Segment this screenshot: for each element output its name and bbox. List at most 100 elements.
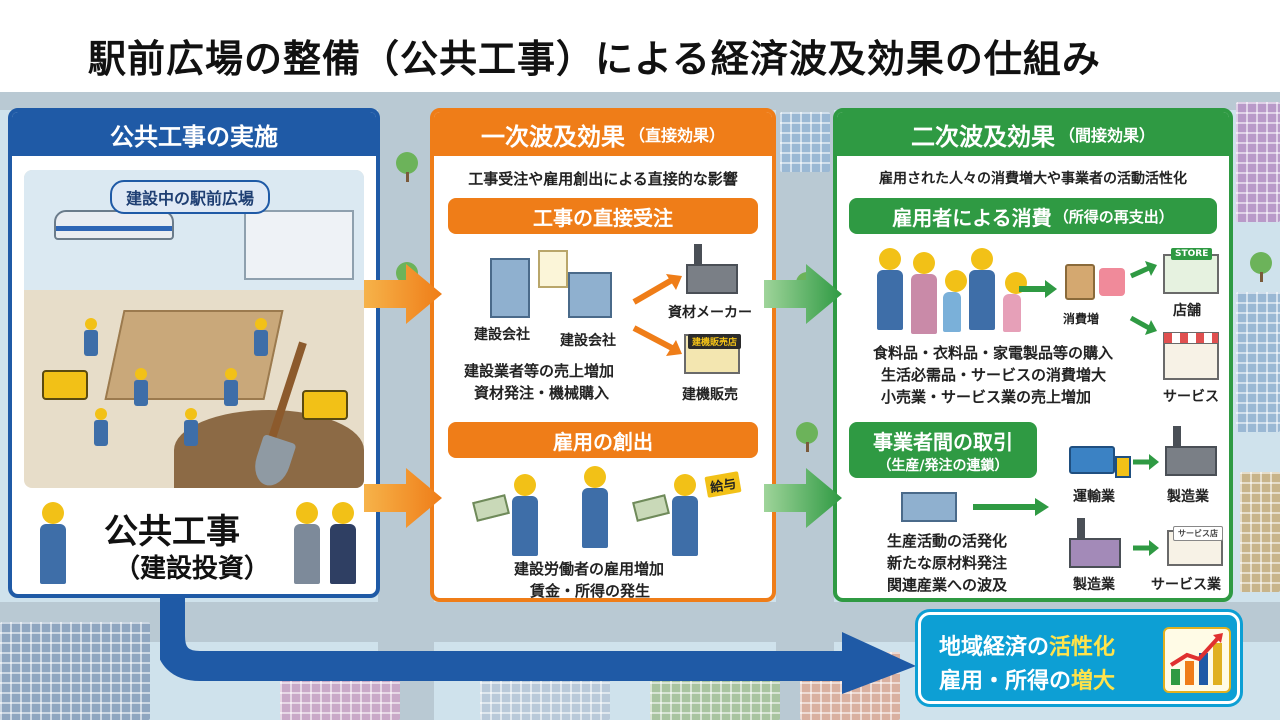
excavator-icon (302, 390, 348, 420)
panel-primary-effect-heading: 一次波及効果（直接効果） (434, 112, 772, 156)
worker-icon (582, 466, 608, 548)
consumption-line-2: 生活必需品・サービスの消費増大 (881, 366, 1107, 384)
public-works-title: 公共工事 (104, 512, 240, 552)
panel-primary-effect-desc: 工事受注や雇用創出による直接的な影響 (468, 170, 738, 188)
tree (396, 152, 418, 182)
building (1236, 102, 1280, 222)
cash-icon (472, 494, 510, 522)
panel-secondary-effect-heading: 二次波及効果（間接効果） (837, 112, 1229, 156)
truck-icon (1069, 446, 1131, 478)
section-direct-order: 工事の直接受注 (448, 198, 758, 234)
arrow-jobs-to-b2b-icon (764, 468, 842, 528)
worker-icon (969, 248, 995, 330)
result-line-1-b: 活性化 (1049, 635, 1116, 660)
result-line-2: 雇用・所得の増大 (939, 663, 1115, 695)
shopping-bag-icon (1065, 264, 1095, 300)
arrow-transport-to-factory-icon (1133, 454, 1159, 470)
family-member-icon (911, 252, 937, 334)
b2b-line-2: 新たな原材料発注 (887, 554, 1008, 572)
arrow-primary-to-secondary-icon (764, 264, 842, 324)
section-b2b-trade-title: 事業者間の取引 (873, 429, 1013, 454)
consumption-line-3: 小売業・サービス業の売上増加 (881, 388, 1092, 406)
worker-icon (672, 474, 698, 556)
worker-icon (84, 318, 98, 356)
worker-icon (94, 408, 108, 446)
tree (1250, 252, 1272, 282)
office-building-icon (568, 272, 612, 318)
train-icon (54, 210, 174, 240)
panel-public-works-heading: 公共工事の実施 (12, 112, 376, 156)
result-line-1-a: 地域経済の (939, 635, 1050, 660)
shop-awning (1163, 332, 1219, 344)
result-line-2-a: 雇用・所得の (939, 669, 1072, 694)
result-regional-economy: 地域経済の活性化 雇用・所得の増大 (918, 612, 1240, 704)
label-service: サービス (1163, 389, 1219, 405)
worker-with-pickaxe-icon (40, 502, 66, 584)
worker-icon (134, 368, 148, 406)
direct-order-line-2: 資材発注・機械購入 (474, 384, 610, 402)
construction-scene: 建設中の駅前広場 (24, 170, 364, 488)
title-band: 駅前広場の整備（公共工事）による経済波及効果の仕組み (0, 0, 1280, 92)
store-icon: STORE (1163, 248, 1219, 294)
building (1240, 472, 1280, 592)
office-building-icon (901, 492, 957, 522)
document-icon (538, 250, 568, 288)
public-works-subtitle: （建設投資） (114, 554, 271, 584)
arrow-to-store-icon (1129, 261, 1157, 279)
section-direct-order-title: 工事の直接受注 (533, 205, 673, 230)
arrow-to-service-icon (1129, 315, 1157, 335)
scene-label: 建設中の駅前広場 (110, 180, 271, 214)
section-job-creation: 雇用の創出 (448, 422, 758, 458)
b2b-line-1: 生産活動の活発化 (887, 532, 1008, 550)
label-construction-company-2: 建設会社 (560, 333, 616, 349)
service-shop-icon (1163, 332, 1219, 380)
machine-dealer-sign: 建機販売店 (688, 334, 742, 349)
worker-icon (877, 248, 903, 330)
panel-primary-effect-heading-note: （直接効果） (628, 126, 725, 145)
panel-secondary-effect-heading-text: 二次波及効果 (910, 122, 1055, 151)
consumption-line-1: 食料品・衣料品・家電製品等の購入 (873, 344, 1114, 362)
result-line-2-b: 増大 (1071, 669, 1116, 694)
job-creation-line-2: 賃金・所得の発生 (530, 582, 651, 600)
panel-secondary-effect-heading-note: （間接効果） (1058, 126, 1155, 145)
arrow-factory-to-service-icon (1133, 540, 1159, 556)
label-manufacturing-2: 製造業 (1073, 577, 1115, 593)
worker-icon (224, 368, 238, 406)
building (780, 112, 830, 172)
service-shop-sign: サービス店 (1173, 526, 1223, 541)
arrow-to-goods-icon (1019, 280, 1057, 298)
tree (796, 422, 818, 452)
arrow-to-maker-icon (632, 274, 682, 305)
engineer-with-clipboard-icon (294, 502, 320, 584)
station-building-icon (244, 210, 354, 280)
job-creation-line-1: 建設労働者の雇用増加 (514, 560, 665, 578)
section-b2b-trade: 事業者間の取引 （生産/発注の連鎖） (849, 422, 1037, 478)
section-job-creation-title: 雇用の創出 (553, 429, 653, 454)
cash-icon (632, 494, 670, 522)
label-store: 店舗 (1173, 303, 1201, 319)
section-b2b-trade-subtitle: （生産/発注の連鎖） (877, 457, 1009, 474)
child-icon (1003, 272, 1027, 332)
section-employee-consumption-note: （所得の再支出） (1053, 207, 1174, 226)
panel-public-works: 公共工事の実施 建設中の駅前広場 公共工事 （建設投資） (8, 108, 380, 598)
label-consumption-increase: 消費増 (1063, 312, 1100, 326)
store-sign: STORE (1171, 248, 1213, 260)
machine-dealer-shop-icon: 建機販売店 (684, 334, 742, 374)
b2b-line-3: 関連産業への波及 (887, 576, 1008, 594)
service-shop-icon: サービス店 (1167, 526, 1223, 566)
worker-icon (512, 474, 538, 556)
excavator-icon (42, 370, 88, 400)
label-machine-dealer: 建機販売 (682, 387, 738, 403)
factory-icon (686, 244, 738, 294)
road (0, 92, 1280, 110)
worker-icon (184, 408, 198, 446)
factory-icon (1069, 518, 1121, 568)
growth-chart-svg (1169, 633, 1223, 685)
label-manufacturing-1: 製造業 (1167, 489, 1209, 505)
shirt-icon (1099, 268, 1125, 296)
section-employee-consumption: 雇用者による消費（所得の再支出） (849, 198, 1217, 234)
panel-secondary-effect-desc: 雇用された人々の消費増大や事業者の活動活性化 (879, 171, 1187, 187)
growth-chart-icon (1163, 627, 1231, 693)
arrow-to-dealer-icon (632, 325, 682, 356)
label-service-industry: サービス業 (1151, 577, 1221, 593)
